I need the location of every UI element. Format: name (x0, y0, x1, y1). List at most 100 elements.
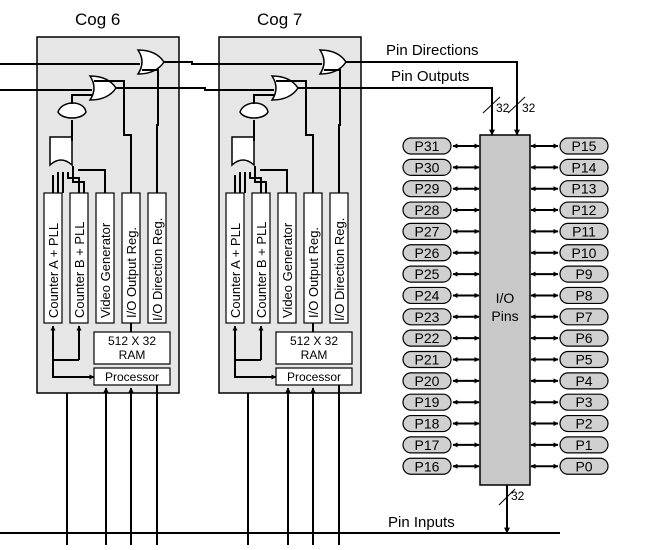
pin-label: P31 (415, 138, 440, 154)
pin-p15: P15 (530, 137, 609, 155)
pin-p7: P7 (530, 308, 609, 326)
pin-pill (402, 137, 452, 155)
pin-p10: P10 (530, 244, 609, 262)
pin-p11: P11 (530, 222, 609, 240)
pin-p6: P6 (530, 329, 609, 347)
pin-pill (559, 329, 609, 347)
pin-p12: P12 (530, 201, 609, 219)
cog-6-and-gate-upper (57, 102, 87, 119)
pin-p19: P19 (402, 393, 480, 411)
cog-6-ram-size: 512 X 32 (108, 334, 156, 348)
pin-p8: P8 (530, 286, 609, 305)
pin-label: P14 (572, 159, 597, 175)
pin-p24: P24 (402, 286, 480, 305)
pin-pill (402, 457, 452, 475)
pin-pill (559, 393, 609, 411)
cog-6-module-output-reg: I/O Output Reg. (121, 192, 141, 324)
cog-7-module-counter-a: Counter A + PLL (225, 192, 245, 324)
cog-6: Cog 6 Counter A + PLL Counter B + PLL Vi… (36, 10, 180, 394)
pin-p31: P31 (402, 137, 480, 155)
cog-6-direction-reg-label: I/O Direction Reg. (150, 218, 165, 321)
pin-label: P23 (415, 309, 440, 325)
pin-pill (559, 158, 609, 176)
pin-label: P10 (572, 245, 597, 261)
pin-pill (402, 180, 452, 198)
pin-label: P9 (575, 266, 592, 282)
pin-label: P11 (572, 223, 596, 239)
pin-p13: P13 (530, 180, 609, 198)
cog-7-module-direction-reg: I/O Direction Reg. (329, 192, 349, 324)
pin-p0: P0 (530, 457, 609, 475)
pin-outputs-width: 32 (496, 101, 510, 115)
pin-p4: P4 (530, 372, 609, 390)
pin-outputs-label: Pin Outputs (391, 68, 469, 85)
cog-7-title: Cog 7 (257, 10, 302, 29)
pin-label: P27 (415, 223, 440, 239)
pin-pill (559, 372, 609, 390)
pin-pill (402, 201, 452, 219)
cog-7-module-counter-b: Counter B + PLL (251, 192, 271, 324)
cog-6-output-reg-label: I/O Output Reg. (124, 227, 139, 318)
pin-label: P26 (415, 245, 440, 261)
pin-label: P7 (575, 309, 592, 325)
cog-7-output-reg-label: I/O Output Reg. (306, 227, 321, 318)
pin-label: P16 (415, 458, 440, 474)
cog-6-counter-a-label: Counter A + PLL (46, 223, 61, 318)
pin-label: P21 (415, 352, 440, 368)
pin-p25: P25 (402, 265, 480, 283)
pin-inputs-label: Pin Inputs (388, 514, 455, 531)
cog-7: Cog 7 Counter A + PLL Counter B + PLL Vi… (218, 10, 362, 394)
pin-p14: P14 (530, 158, 609, 176)
pin-label: P6 (575, 330, 592, 346)
pin-label: P19 (415, 394, 440, 410)
cog-7-wiring (234, 69, 341, 332)
pin-pill (559, 350, 609, 369)
pin-p20: P20 (402, 372, 480, 390)
cog-7-processor-label: Processor (287, 370, 341, 384)
pin-pill (402, 286, 452, 305)
cog-7-direction-reg-label: I/O Direction Reg. (332, 218, 347, 321)
cog-7-video-label: Video Generator (280, 222, 295, 318)
pin-label: P28 (415, 202, 440, 218)
pin-p26: P26 (402, 244, 480, 262)
pin-pill (402, 265, 452, 283)
pin-pill (559, 265, 609, 283)
cog-6-counter-b-label: Counter B + PLL (72, 222, 87, 318)
cog-6-title: Cog 6 (75, 10, 120, 29)
io-pins-label-line1: I/O (496, 290, 515, 306)
pin-pill (402, 414, 452, 433)
pin-pill (559, 457, 609, 475)
pin-pill (402, 436, 452, 454)
pin-pill (402, 372, 452, 390)
pin-pill (559, 244, 609, 262)
pin-label: P4 (575, 373, 592, 389)
pin-label: P1 (575, 437, 592, 453)
pin-p18: P18 (402, 414, 480, 433)
pin-label: P3 (575, 394, 592, 410)
pin-p27: P27 (402, 222, 480, 240)
pin-label: P0 (575, 458, 592, 474)
pin-directions-width: 32 (522, 101, 536, 115)
pin-p22: P22 (402, 329, 480, 347)
pin-p2: P2 (530, 414, 609, 433)
processor-bus-lines (0, 385, 560, 545)
cog-7-module-output-reg: I/O Output Reg. (303, 192, 323, 324)
pin-p21: P21 (402, 350, 480, 369)
cog-7-and-gate-upper (239, 102, 269, 119)
pin-label: P25 (415, 266, 440, 282)
pin-p28: P28 (402, 201, 480, 219)
pin-label: P15 (572, 138, 597, 154)
io-pins-block (479, 134, 531, 486)
pin-pill (559, 436, 609, 454)
pin-pill (402, 308, 452, 326)
pin-p9: P9 (530, 265, 609, 283)
io-pins-label-line2: Pins (491, 308, 518, 324)
cog-7-counter-a-label: Counter A + PLL (228, 223, 243, 318)
pin-label: P5 (575, 352, 592, 368)
pin-p17: P17 (402, 436, 480, 454)
pin-p5: P5 (530, 350, 609, 369)
cog-6-module-video: Video Generator (95, 192, 115, 324)
